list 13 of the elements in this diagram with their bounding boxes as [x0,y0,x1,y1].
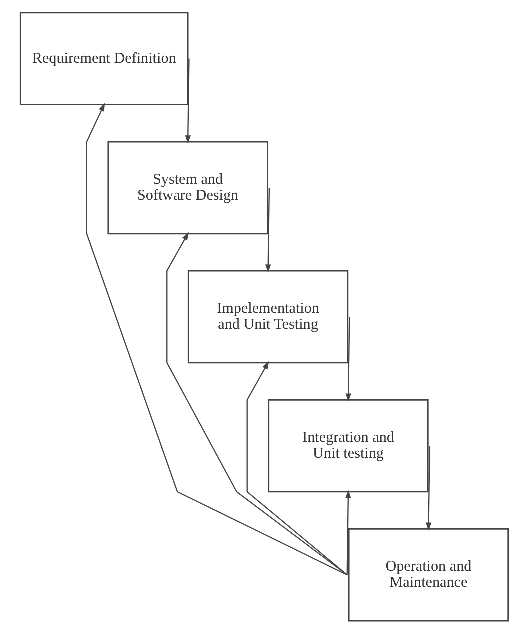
arrow [246,361,348,576]
arrow [166,232,348,576]
arrow [346,490,352,576]
node-box: Operation and Maintenance [348,528,510,622]
node-box: System and Software Design [108,141,268,235]
node-box: Impelementation and Unit Testing [188,270,349,364]
node-box: Requirement Definition [20,12,189,106]
node-box: Integration and Unit testing [268,399,429,493]
arrow [185,58,191,144]
arrow [426,446,432,531]
arrow [266,188,272,273]
arrow [346,317,352,402]
arrow [86,103,348,576]
